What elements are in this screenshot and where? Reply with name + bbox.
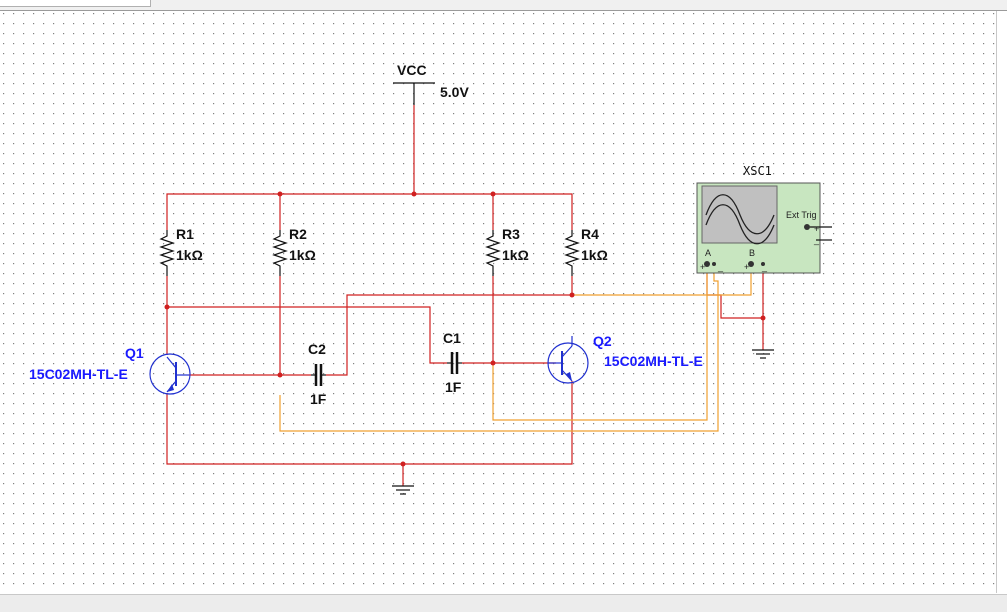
channel-b-label: B xyxy=(749,248,755,258)
channel-b-minus-terminal[interactable] xyxy=(761,262,765,266)
oscilloscope-xsc1[interactable]: XSC1 Ext Trig + _ A B + _ + _ xyxy=(696,164,832,274)
grid-background xyxy=(0,11,996,593)
channel-a-plus: + xyxy=(700,262,705,272)
circuit-wires xyxy=(166,105,764,486)
channel-a-minus: _ xyxy=(717,262,724,272)
document-tab[interactable] xyxy=(0,0,151,7)
vcc-source[interactable]: VCC 5.0V xyxy=(393,62,469,105)
waveform-b xyxy=(705,204,775,245)
junctions xyxy=(164,191,766,467)
q2-model: 15C02MH-TL-E xyxy=(604,353,703,369)
c1-ref: C1 xyxy=(443,330,461,346)
ground-symbol xyxy=(392,485,414,495)
channel-a-terminal[interactable] xyxy=(704,261,710,267)
resistor-r2[interactable]: R2 1kΩ xyxy=(272,226,316,276)
channel-b-plus: + xyxy=(744,262,749,272)
scroll-edge xyxy=(996,11,997,593)
channel-a-label: A xyxy=(705,248,711,258)
channel-a-minus-terminal[interactable] xyxy=(712,262,716,266)
resistor-r4[interactable]: R4 1kΩ xyxy=(564,226,608,276)
vcc-name: VCC xyxy=(397,62,427,78)
top-toolbar xyxy=(0,0,1007,11)
xsc1-ref: XSC1 xyxy=(743,164,772,178)
vcc-value: 5.0V xyxy=(440,84,469,100)
r4-value: 1kΩ xyxy=(581,247,608,263)
status-bar xyxy=(0,594,1007,612)
schematic-canvas[interactable]: VCC 5.0V xyxy=(0,11,996,593)
transistor-q2[interactable]: Q2 15C02MH-TL-E xyxy=(547,333,703,384)
ext-trig-plus: + xyxy=(814,224,819,234)
q2-ref: Q2 xyxy=(593,333,612,349)
probe-wires xyxy=(279,267,752,432)
ext-trig-label: Ext Trig xyxy=(786,210,817,220)
resistor-r3[interactable]: R3 1kΩ xyxy=(485,226,529,276)
ext-trig-minus: _ xyxy=(813,235,820,245)
channel-b-minus: _ xyxy=(761,262,768,272)
transistor-q1[interactable]: Q1 15C02MH-TL-E xyxy=(29,345,191,395)
r4-ref: R4 xyxy=(581,226,599,242)
ext-trig-terminal[interactable] xyxy=(804,224,810,230)
r3-value: 1kΩ xyxy=(502,247,529,263)
r1-ref: R1 xyxy=(176,226,194,242)
capacitor-c2[interactable]: C2 1F xyxy=(308,341,327,407)
r1-value: 1kΩ xyxy=(176,247,203,263)
waveform-a xyxy=(705,194,775,235)
ground-symbol xyxy=(752,349,774,359)
c1-value: 1F xyxy=(445,379,462,395)
r3-ref: R3 xyxy=(502,226,520,242)
capacitor-c1[interactable]: C1 1F xyxy=(443,330,462,395)
c2-ref: C2 xyxy=(308,341,326,357)
q1-ref: Q1 xyxy=(125,345,144,361)
resistor-r1[interactable]: R1 1kΩ xyxy=(159,226,203,276)
c2-value: 1F xyxy=(310,391,327,407)
r2-ref: R2 xyxy=(289,226,307,242)
q1-model: 15C02MH-TL-E xyxy=(29,366,128,382)
channel-b-terminal[interactable] xyxy=(748,261,754,267)
r2-value: 1kΩ xyxy=(289,247,316,263)
